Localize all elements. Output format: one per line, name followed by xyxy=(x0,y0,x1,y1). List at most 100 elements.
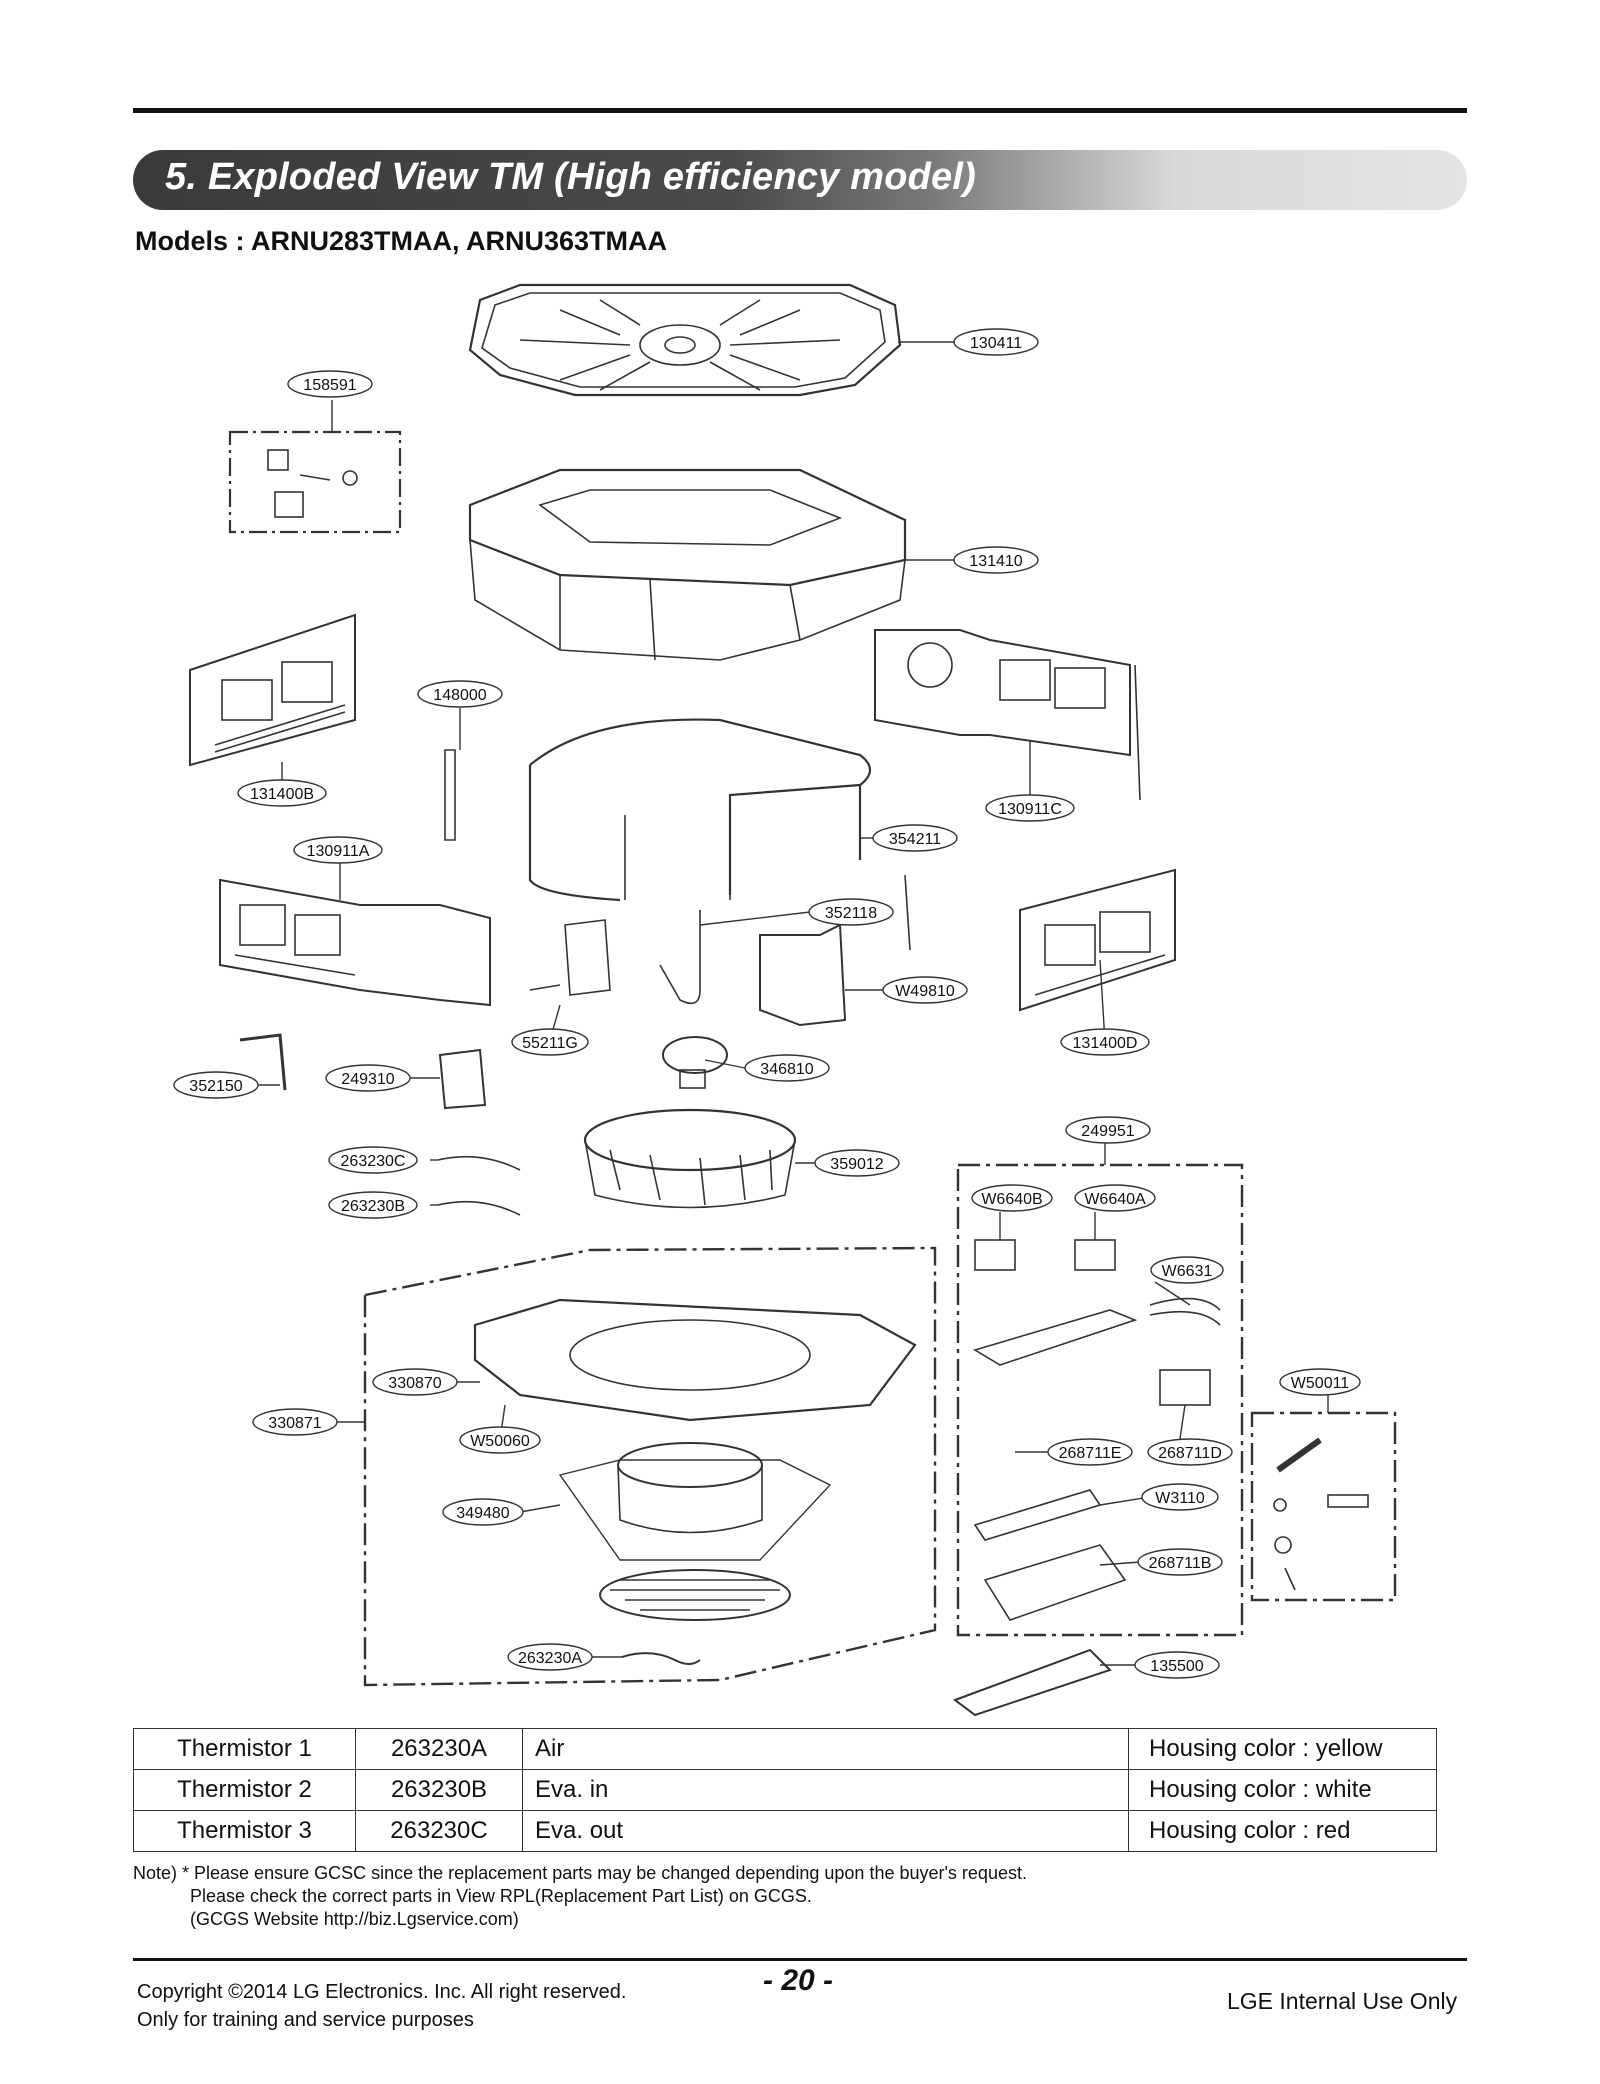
callout-label: 352118 xyxy=(825,905,877,922)
part-drawing-thermistor-a xyxy=(621,1652,701,1665)
thermistor-code: 263230C xyxy=(355,1810,523,1852)
callout-label: 330871 xyxy=(268,1415,321,1432)
part-drawing-side-panel-c xyxy=(874,629,1141,801)
note-line: Please check the correct parts in View R… xyxy=(190,1886,812,1906)
callout-label: 263230C xyxy=(341,1153,406,1170)
callout-W6640A: W6640A xyxy=(1074,1184,1156,1212)
thermistor-location: Eva. in xyxy=(522,1769,1129,1811)
thermistor-name: Thermistor 2 xyxy=(133,1769,356,1811)
part-drawing-control-box xyxy=(759,874,911,1027)
callout-249951: 249951 xyxy=(1065,1116,1151,1144)
callout-W6640B: W6640B xyxy=(971,1184,1053,1212)
callout-label: 352150 xyxy=(189,1078,242,1095)
callout-label: W49810 xyxy=(895,983,955,1000)
table-row: Thermistor 3 263230C Eva. out Housing co… xyxy=(133,1810,1437,1852)
page-number: - 20 - xyxy=(763,1964,834,1997)
callout-label: 359012 xyxy=(830,1156,883,1173)
callout-131400B: 131400B xyxy=(237,779,327,807)
note-line: Note) * Please ensure GCSC since the rep… xyxy=(133,1863,1027,1883)
callout-W6631: W6631 xyxy=(1150,1256,1224,1284)
thermistor-table: Thermistor 1 263230A Air Housing color :… xyxy=(133,1728,1437,1852)
thermistor-name: Thermistor 3 xyxy=(133,1810,356,1852)
callout-W50060: W50060 xyxy=(459,1426,541,1454)
section-banner: 5. Exploded View TM (High efficiency mod… xyxy=(133,150,1467,210)
top-rule xyxy=(133,108,1467,113)
callout-label: W50060 xyxy=(470,1433,530,1450)
exploded-view-diagram: 130411 158591 131410 148000 131400B 1309… xyxy=(173,283,1397,1717)
note-block: Note) * Please ensure GCSC since the rep… xyxy=(133,1862,1027,1931)
callout-268711E: 268711E xyxy=(1047,1438,1133,1466)
callout-label: 148000 xyxy=(433,687,486,704)
callout-249310: 249310 xyxy=(325,1064,411,1092)
section-title: 5. Exploded View TM (High efficiency mod… xyxy=(165,156,976,198)
callout-label: 249951 xyxy=(1081,1123,1134,1140)
callout-label: 131400D xyxy=(1073,1035,1138,1052)
callout-130411: 130411 xyxy=(953,328,1039,356)
callout-354211: 354211 xyxy=(872,824,958,852)
callout-268711B: 268711B xyxy=(1137,1548,1223,1576)
thermistor-location: Eva. out xyxy=(522,1810,1129,1852)
callout-W49810: W49810 xyxy=(882,976,968,1004)
callout-268711D: 268711D xyxy=(1147,1438,1233,1466)
callout-352118: 352118 xyxy=(808,898,894,926)
internal-use-label: LGE Internal Use Only xyxy=(1227,1988,1458,2014)
callout-346810: 346810 xyxy=(744,1054,830,1082)
part-drawing-piping xyxy=(529,910,701,1005)
callout-label: 131410 xyxy=(969,553,1022,570)
callout-263230C: 263230C xyxy=(328,1146,418,1174)
models-line: Models : ARNU283TMAA, ARNU363TMAA xyxy=(135,226,668,256)
part-drawing-frame-dashed xyxy=(363,1246,937,1687)
callout-135500: 135500 xyxy=(1134,1651,1220,1679)
thermistor-name: Thermistor 1 xyxy=(133,1728,356,1770)
part-drawing-cabinet-body xyxy=(468,468,907,661)
callout-131400D: 131400D xyxy=(1060,1028,1150,1056)
part-drawing-filter-mesh xyxy=(599,1569,791,1621)
part-drawing-cover-plate xyxy=(952,1648,1112,1717)
part-drawing-bracket-148000 xyxy=(444,749,456,841)
callout-label: 268711D xyxy=(1158,1445,1222,1462)
thermistor-housing: Housing color : yellow xyxy=(1128,1728,1437,1770)
thermistor-code: 263230A xyxy=(355,1728,523,1770)
part-drawing-turbo-fan xyxy=(583,1108,797,1209)
callout-label: 131400B xyxy=(250,786,314,803)
part-drawing-fan-motor xyxy=(662,1036,728,1089)
callout-label: 130911A xyxy=(307,843,370,860)
training-line: Only for training and service purposes xyxy=(137,2009,474,2031)
part-drawing-thermistor-b xyxy=(437,1200,521,1216)
callout-263230A: 263230A xyxy=(507,1643,593,1671)
callout-label: 130911C xyxy=(998,801,1062,818)
part-drawing-drain-pipe xyxy=(239,1033,287,1091)
callout-130911A: 130911A xyxy=(293,836,383,864)
callout-158591: 158591 xyxy=(287,370,373,398)
table-row: Thermistor 1 263230A Air Housing color :… xyxy=(133,1728,1437,1770)
part-drawing-side-panel-d xyxy=(1019,868,1176,1012)
callout-label: 349480 xyxy=(456,1505,509,1522)
thermistor-code: 263230B xyxy=(355,1769,523,1811)
callout-330870: 330870 xyxy=(372,1368,458,1396)
callout-263230B: 263230B xyxy=(328,1191,418,1219)
part-drawing-accessory-box xyxy=(1250,1411,1397,1602)
callout-label: W3110 xyxy=(1155,1490,1205,1507)
callout-349480: 349480 xyxy=(442,1498,524,1526)
part-drawing-drain-kit xyxy=(228,430,402,534)
note-line: (GCGS Website http://biz.Lgservice.com) xyxy=(190,1909,519,1929)
callout-label: 263230B xyxy=(341,1198,405,1215)
callout-label: W6640B xyxy=(981,1191,1042,1208)
callout-label: 354211 xyxy=(889,831,941,848)
callout-label: 268711E xyxy=(1059,1445,1122,1462)
part-drawing-side-panel-a xyxy=(219,878,491,1007)
part-drawing-heat-exchanger xyxy=(528,718,872,902)
part-drawing-drain-pan-frame xyxy=(473,1298,917,1422)
part-drawing-orifice xyxy=(558,1442,832,1561)
callout-label: 158591 xyxy=(303,377,356,394)
part-drawing-bracket-249310 xyxy=(438,1048,487,1110)
table-row: Thermistor 2 263230B Eva. in Housing col… xyxy=(133,1769,1437,1811)
callout-352150: 352150 xyxy=(173,1071,259,1099)
callout-131410: 131410 xyxy=(953,546,1039,574)
callout-label: 135500 xyxy=(1150,1658,1203,1675)
part-drawing-top-grille xyxy=(468,283,902,397)
thermistor-housing: Housing color : red xyxy=(1128,1810,1437,1852)
callout-148000: 148000 xyxy=(417,680,503,708)
copyright-line: Copyright ©2014 LG Electronics. Inc. All… xyxy=(137,1981,627,2003)
